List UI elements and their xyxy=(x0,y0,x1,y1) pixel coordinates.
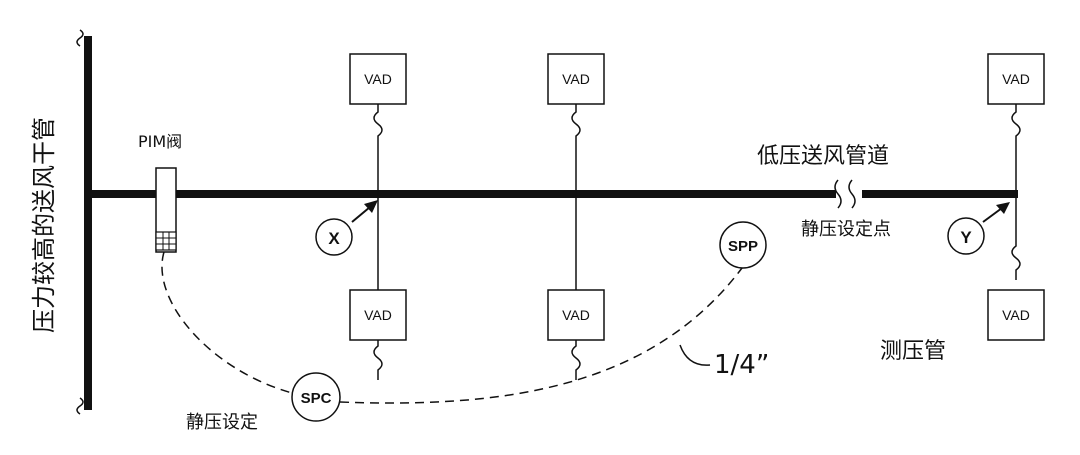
pitot-tube-label: 测压管 xyxy=(880,339,946,364)
svg-text:Y: Y xyxy=(960,228,972,247)
vad-label: VAD xyxy=(364,307,392,323)
vad-box: VAD xyxy=(349,289,407,341)
sensor-y-circle: Y xyxy=(947,217,985,255)
svg-text:X: X xyxy=(328,229,340,248)
branch-ducts xyxy=(373,104,1021,380)
svg-text:SPP: SPP xyxy=(728,238,758,255)
static-setting-label: 静压设定 xyxy=(186,412,258,433)
main-supply-duct xyxy=(76,29,92,415)
tube-size-label: 1/4” xyxy=(714,350,769,380)
static-setpoint-label: 静压设定点 xyxy=(801,219,891,240)
pim-valve xyxy=(155,167,177,253)
vad-box: VAD xyxy=(349,53,407,105)
vad-box: VAD xyxy=(547,289,605,341)
spp-circle: SPP xyxy=(719,221,767,269)
low-pressure-duct-label: 低压送风管道 xyxy=(757,144,889,169)
vad-box: VAD xyxy=(987,53,1045,105)
pim-valve-label: PIM阀 xyxy=(138,132,182,151)
vad-label: VAD xyxy=(562,307,590,323)
spc-circle: SPC xyxy=(291,372,341,422)
main-duct-label: 压力较高的送风干管 xyxy=(30,117,58,333)
sensor-arrows xyxy=(351,200,1010,223)
sensing-tube xyxy=(161,251,743,404)
svg-text:SPC: SPC xyxy=(301,390,332,407)
vad-label: VAD xyxy=(1002,307,1030,323)
low-pressure-duct xyxy=(88,179,1018,209)
sensor-x-circle: X xyxy=(315,218,353,256)
vad-label: VAD xyxy=(562,71,590,87)
vad-box: VAD xyxy=(547,53,605,105)
vad-box: VAD xyxy=(987,289,1045,341)
vad-label: VAD xyxy=(364,71,392,87)
vad-label: VAD xyxy=(1002,71,1030,87)
